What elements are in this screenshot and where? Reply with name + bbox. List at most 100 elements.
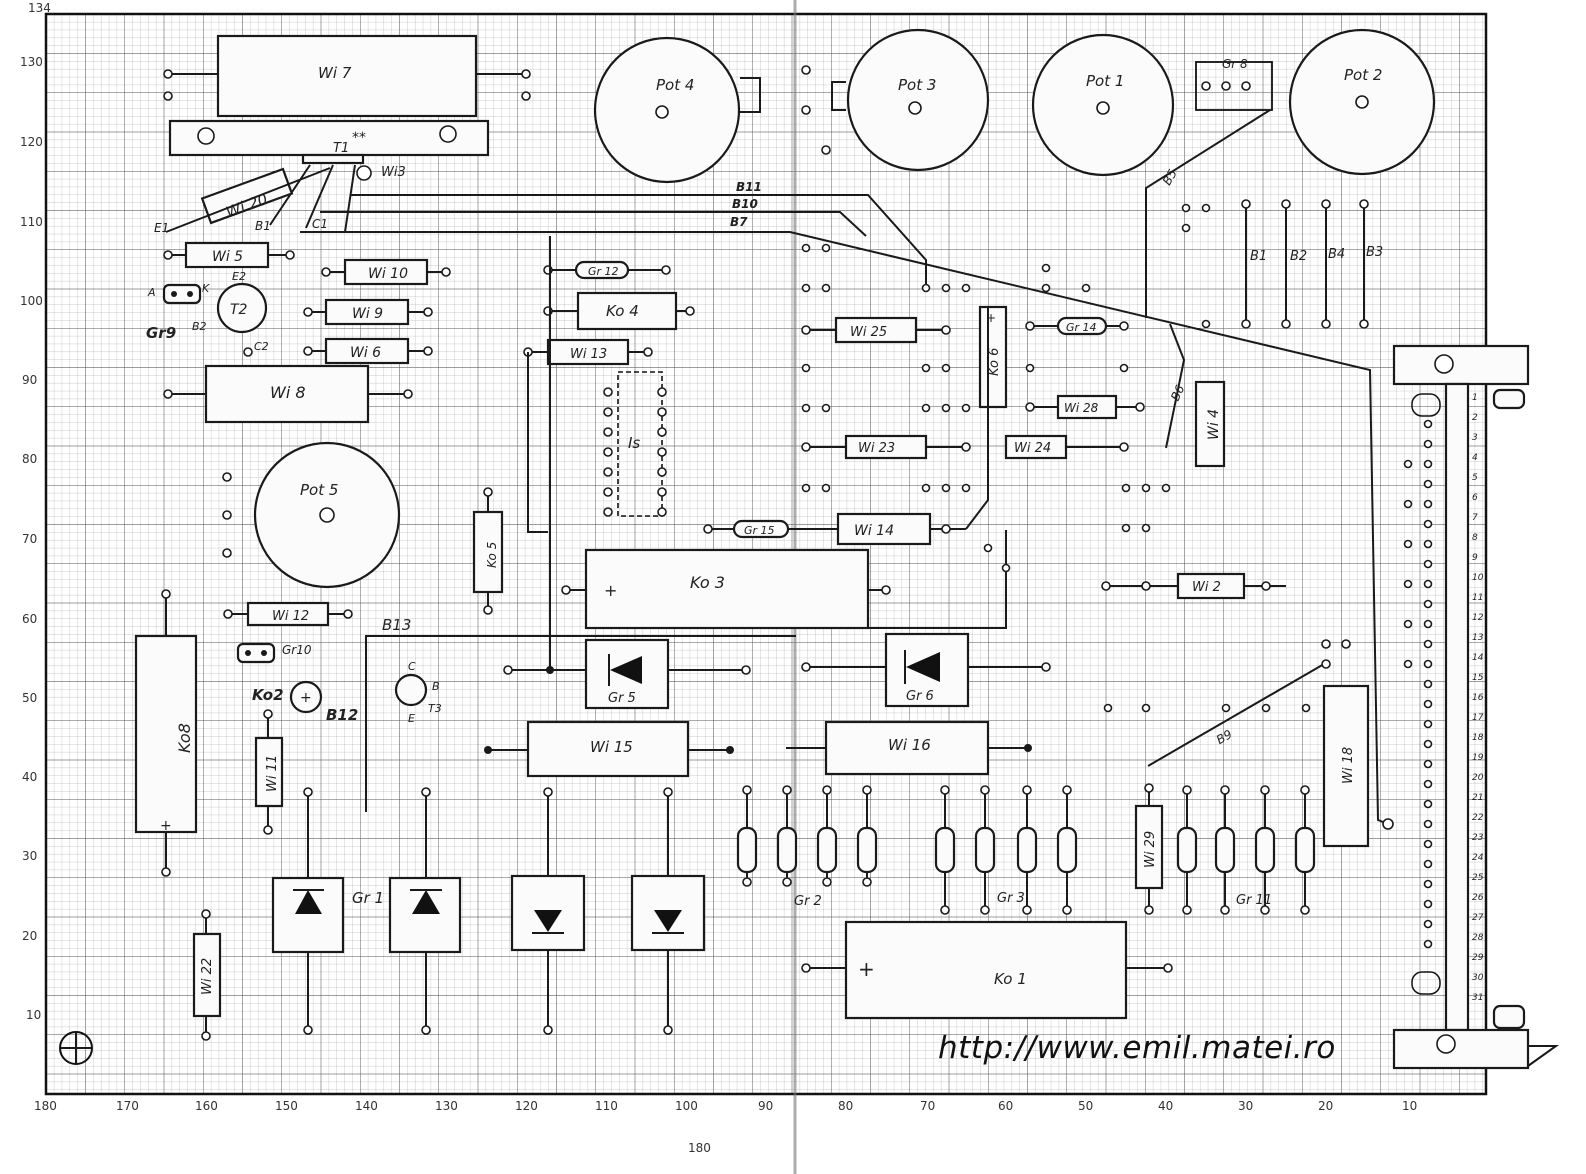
diode-gr14: Gr 14 — [1025, 316, 1129, 336]
svg-text:Gr10: Gr10 — [282, 643, 312, 657]
svg-text:Gr 3: Gr 3 — [997, 891, 1025, 906]
svg-text:B7: B7 — [730, 215, 748, 229]
svg-text:2: 2 — [1472, 413, 1478, 423]
bridge-b5-wire — [1145, 109, 1271, 318]
x-tick: 110 — [595, 1099, 618, 1113]
resistor-wi25 — [834, 316, 918, 344]
transistor-t3: C B E T3 — [394, 660, 442, 725]
x-tick: 90 — [758, 1099, 773, 1113]
svg-text:C: C — [408, 660, 416, 673]
svg-text:B11: B11 — [736, 180, 762, 194]
svg-text:9: 9 — [1472, 553, 1478, 563]
transistor-t1: T1 ** — [269, 130, 366, 233]
capacitor-ko5 — [472, 510, 504, 594]
svg-text:T3: T3 — [428, 702, 442, 715]
svg-text:10: 10 — [1472, 573, 1484, 583]
x-tick: 120 — [515, 1099, 538, 1113]
svg-text:Wi 2: Wi 2 — [1192, 580, 1221, 595]
diode-gr8: Gr 8 — [1195, 57, 1273, 111]
svg-text:21: 21 — [1472, 793, 1483, 803]
svg-text:B: B — [432, 680, 440, 693]
x-tick: 70 — [920, 1099, 935, 1113]
svg-text:C2: C2 — [254, 340, 269, 353]
x-tick: 170 — [116, 1099, 139, 1113]
x-tick: 60 — [998, 1099, 1013, 1113]
svg-text:Wi 22: Wi 22 — [200, 958, 215, 995]
svg-text:Wi 13: Wi 13 — [570, 347, 607, 362]
y-tick: 30 — [22, 849, 37, 863]
x-axis-labels: 180 170 160 150 140 130 120 110 100 90 8… — [34, 1099, 1417, 1155]
svg-text:Ko 6: Ko 6 — [987, 348, 1002, 376]
potentiometer-pot2: Pot 2 — [1288, 28, 1436, 176]
diode-gr1-a — [271, 787, 345, 1035]
y-tick: 110 — [20, 215, 43, 229]
y-axis-labels: 134 130 120 110 100 90 80 70 60 50 40 30… — [20, 1, 51, 1022]
svg-text:Gr 12: Gr 12 — [588, 265, 619, 278]
y-tick: 120 — [20, 135, 43, 149]
svg-text:+: + — [604, 581, 617, 600]
y-tick: 100 — [20, 294, 43, 308]
x-axis-bottom-label: 180 — [688, 1141, 711, 1155]
bridges-b1-b4: B1 B2 B4 B3 — [1241, 199, 1383, 329]
y-tick: 130 — [20, 55, 43, 69]
bridge-b13-label: B13 — [382, 616, 411, 634]
potentiometer-pot3: Pot 3 — [831, 28, 990, 172]
svg-text:Wi 10: Wi 10 — [368, 266, 408, 282]
svg-text:E2: E2 — [232, 270, 246, 283]
svg-text:T2: T2 — [230, 302, 248, 318]
watermark-url: http://www.emil.matei.ro — [938, 1030, 1336, 1066]
svg-text:Pot 4: Pot 4 — [656, 76, 694, 94]
svg-text:13: 13 — [1472, 633, 1484, 643]
svg-text:3: 3 — [1472, 433, 1478, 443]
diode-gr1-c — [510, 787, 586, 1035]
svg-text:B4: B4 — [1328, 247, 1345, 262]
svg-text:+: + — [160, 818, 172, 834]
svg-text:B2: B2 — [192, 320, 207, 333]
resistor-wi14 — [836, 512, 932, 546]
svg-text:Gr 2: Gr 2 — [794, 894, 822, 909]
small-resistor-row: Gr 2 Gr 3 Gr 11 — [736, 785, 1316, 915]
bridge-b7-wire — [300, 231, 1389, 825]
svg-text:+: + — [300, 690, 312, 706]
svg-text:23: 23 — [1472, 833, 1484, 843]
svg-text:12: 12 — [1472, 613, 1484, 623]
diode-gr6: Gr 6 — [801, 632, 1051, 708]
potentiometer-pot1: Pot 1 — [1031, 33, 1175, 177]
svg-text:1: 1 — [1472, 393, 1478, 403]
svg-text:**: ** — [352, 130, 366, 146]
svg-text:Wi 15: Wi 15 — [590, 738, 633, 756]
svg-text:20: 20 — [1472, 773, 1484, 783]
potentiometer-pot4: Pot 4 — [593, 36, 831, 184]
svg-text:Gr 11: Gr 11 — [1236, 893, 1272, 908]
svg-text:Pot 2: Pot 2 — [1344, 66, 1382, 84]
connector-pin-numbers: 1 2 3 4 5 6 7 8 9 10 11 12 13 14 15 16 1… — [1472, 393, 1484, 1003]
svg-text:Wi 8: Wi 8 — [270, 383, 306, 402]
resistor-wi10 — [343, 258, 429, 286]
svg-text:Ko 1: Ko 1 — [994, 970, 1027, 988]
bridge-b6-wire — [1165, 323, 1186, 449]
svg-text:Wi 28: Wi 28 — [1064, 401, 1099, 415]
y-tick: 80 — [22, 452, 37, 466]
x-tick: 150 — [275, 1099, 298, 1113]
svg-text:A: A — [147, 286, 156, 299]
diode-gr10: Gr10 — [236, 642, 312, 664]
svg-text:Gr9: Gr9 — [146, 324, 176, 342]
x-tick: 180 — [34, 1099, 57, 1113]
svg-text:B6: B6 — [1168, 382, 1188, 403]
svg-text:B1: B1 — [1250, 249, 1267, 264]
svg-text:+: + — [986, 311, 996, 325]
pad-array — [801, 203, 1311, 713]
diode-gr1-d — [630, 787, 706, 1035]
y-tick: 134 — [28, 1, 51, 15]
svg-text:15: 15 — [1472, 673, 1484, 683]
transistor-t2: T2 E2 B2 C2 — [192, 270, 269, 357]
svg-text:Pot 3: Pot 3 — [898, 76, 936, 94]
svg-text:26: 26 — [1472, 893, 1484, 903]
x-tick: 20 — [1318, 1099, 1333, 1113]
wi3-label: Wi3 — [381, 165, 406, 180]
y-tick: 40 — [22, 770, 37, 784]
svg-text:Wi 5: Wi 5 — [212, 249, 243, 265]
x-tick: 10 — [1402, 1099, 1417, 1113]
svg-text:Ko2: Ko2 — [252, 686, 284, 704]
